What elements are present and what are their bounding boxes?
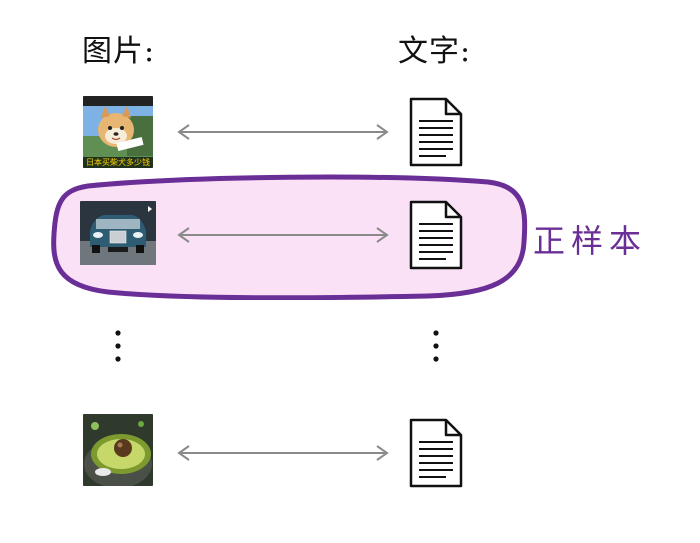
text-document-icon — [409, 200, 463, 270]
text-document-icon — [409, 97, 463, 167]
vertical-ellipsis-icon — [433, 330, 439, 362]
vertical-ellipsis-icon — [115, 330, 121, 362]
car-image — [80, 201, 156, 265]
image-column-header: 图片: — [82, 34, 156, 69]
image-caption: 日本买柴犬多少钱 — [83, 157, 153, 168]
shiba-dog-image: 日本买柴犬多少钱 — [83, 96, 153, 168]
bidirectional-arrow — [177, 227, 389, 243]
text-column-header: 文字: — [398, 34, 472, 69]
bidirectional-arrow — [177, 445, 389, 461]
video-title-bar — [83, 96, 153, 106]
bidirectional-arrow — [177, 124, 389, 140]
positive-pair-highlight — [51, 174, 528, 300]
text-document-icon — [409, 418, 463, 488]
avocado-dish-image — [83, 414, 153, 486]
positive-sample-label: 正样本 — [533, 222, 648, 260]
